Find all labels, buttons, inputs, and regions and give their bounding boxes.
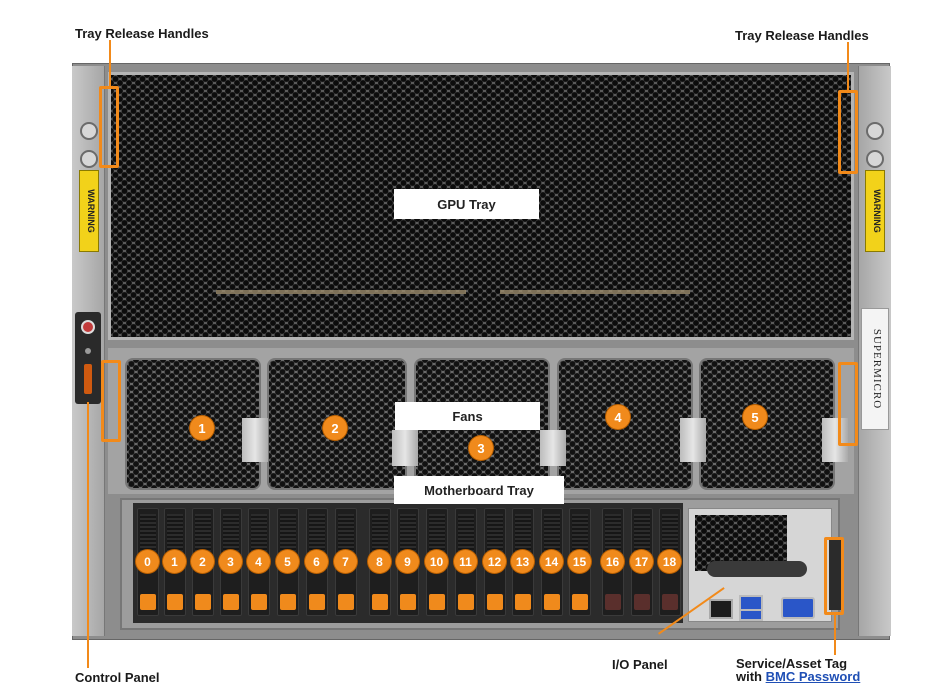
io-bracket <box>707 561 807 577</box>
drive-number-10: 10 <box>425 550 448 573</box>
bmc-password-link[interactable]: BMC Password <box>765 669 861 684</box>
left-screw-top <box>80 122 98 140</box>
leader-line-tray-right <box>847 42 849 90</box>
callout-io-panel: I/O Panel <box>612 657 668 672</box>
service-tag-with: with <box>736 669 762 684</box>
warning-text-right: WARNING <box>872 189 882 233</box>
service-tag-highlight <box>824 537 844 615</box>
drive-number-14: 14 <box>540 550 563 573</box>
leader-line-tray-left <box>109 40 111 86</box>
io-panel <box>688 508 832 622</box>
fan-number-3: 3 <box>469 436 493 460</box>
tray-release-handle-left-top[interactable] <box>99 86 119 168</box>
power-button[interactable] <box>81 320 95 334</box>
drive-number-3: 3 <box>219 550 242 573</box>
fans-label: Fans <box>395 402 540 430</box>
fan-handle[interactable] <box>822 418 848 462</box>
gpu-tray-label: GPU Tray <box>394 189 539 219</box>
leader-line-control-panel <box>87 402 89 668</box>
fan-5 <box>699 358 835 490</box>
tray-release-handle-right-top[interactable] <box>838 90 858 174</box>
control-panel <box>75 312 101 404</box>
fan-number-2: 2 <box>323 416 347 440</box>
drive-number-17: 17 <box>630 550 653 573</box>
gpu-tray-rail <box>500 290 690 294</box>
gpu-tray-rail <box>216 290 466 294</box>
drive-number-11: 11 <box>454 550 477 573</box>
usb-port[interactable] <box>739 609 763 621</box>
fan-number-4: 4 <box>606 405 630 429</box>
warning-label-right: WARNING <box>865 170 885 252</box>
rj45-port[interactable] <box>709 599 733 619</box>
drive-number-13: 13 <box>511 550 534 573</box>
brand-text: SUPERMICRO <box>871 328 883 410</box>
drive-number-18: 18 <box>658 550 681 573</box>
drive-number-7: 7 <box>334 550 357 573</box>
callout-service-tag: Service/Asset Tag with BMC Password <box>736 657 860 683</box>
drive-number-1: 1 <box>163 550 186 573</box>
fan-number-5: 5 <box>743 405 767 429</box>
drive-number-9: 9 <box>396 550 419 573</box>
drive-number-5: 5 <box>276 550 299 573</box>
drive-number-16: 16 <box>601 550 624 573</box>
vga-port[interactable] <box>781 597 815 619</box>
drive-number-4: 4 <box>247 550 270 573</box>
motherboard-tray-label: Motherboard Tray <box>394 476 564 504</box>
brand-plate: SUPERMICRO <box>861 308 889 430</box>
fan-handle[interactable] <box>242 418 268 462</box>
drive-number-15: 15 <box>568 550 591 573</box>
drive-number-6: 6 <box>305 550 328 573</box>
warning-label-left: WARNING <box>79 170 99 252</box>
service-asset-tag[interactable] <box>829 540 841 610</box>
warning-text-left: WARNING <box>86 189 96 233</box>
drive-number-2: 2 <box>191 550 214 573</box>
status-led <box>85 348 91 354</box>
left-screw-mid <box>80 150 98 168</box>
right-screw-top <box>866 122 884 140</box>
fan-number-1: 1 <box>190 416 214 440</box>
callout-tray-release-right: Tray Release Handles <box>735 28 869 43</box>
right-screw-mid <box>866 150 884 168</box>
callout-control-panel: Control Panel <box>75 670 160 685</box>
fan-handle[interactable] <box>680 418 706 462</box>
fan-handle[interactable] <box>392 430 418 466</box>
tray-release-handle-left-bottom[interactable] <box>101 360 121 442</box>
tray-release-handle-right-bottom[interactable] <box>838 362 858 446</box>
drive-number-8: 8 <box>368 550 391 573</box>
drive-number-12: 12 <box>483 550 506 573</box>
service-tag-line1: Service/Asset Tag <box>736 656 848 671</box>
drive-number-0: 0 <box>136 550 159 573</box>
leader-line-service-tag <box>834 615 836 655</box>
callout-tray-release-left: Tray Release Handles <box>75 26 209 41</box>
control-panel-slot <box>84 364 92 394</box>
fan-handle[interactable] <box>540 430 566 466</box>
